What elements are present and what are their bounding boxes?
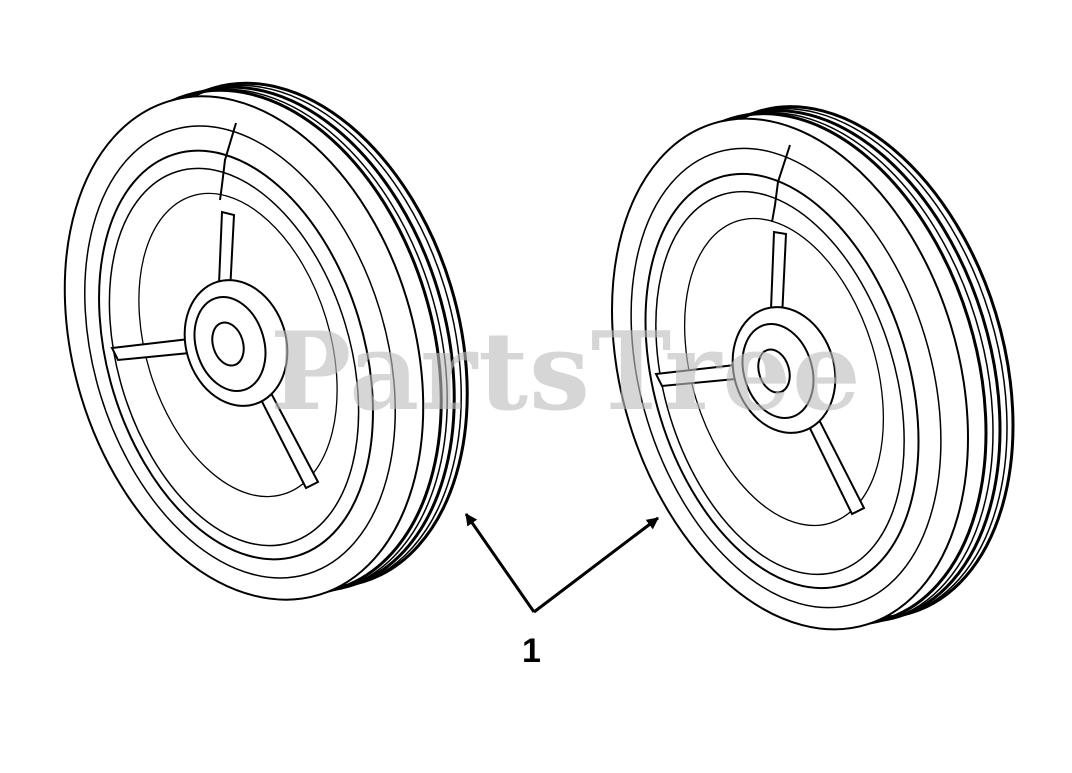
callout-arrow-right (533, 516, 659, 614)
callout-number: 1 (522, 632, 541, 670)
wheel-right[interactable] (553, 62, 1072, 673)
callout-arrow-left (464, 513, 536, 613)
wheel-left[interactable] (6, 39, 526, 645)
